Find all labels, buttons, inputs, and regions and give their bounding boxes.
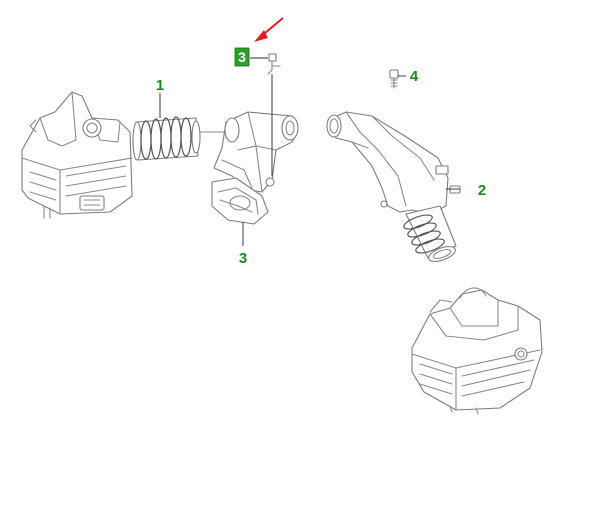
intake-resonator-part-3 bbox=[211, 111, 299, 225]
air-cleaner-housing-left bbox=[21, 91, 133, 219]
air-cleaner-housing-right bbox=[411, 287, 543, 415]
bellows-hose-part-1 bbox=[132, 116, 227, 161]
bolt-part-4 bbox=[389, 69, 399, 89]
callout-4: 4 bbox=[410, 68, 419, 85]
callout-3-highlighted: 3 bbox=[234, 47, 250, 67]
callout-2: 2 bbox=[478, 182, 486, 199]
intake-tube-part-2 bbox=[326, 111, 461, 262]
red-arrow-indicator bbox=[254, 17, 284, 42]
leader-lines bbox=[159, 57, 460, 246]
callout-1: 1 bbox=[156, 77, 164, 94]
callout-3-highlighted-label: 3 bbox=[238, 49, 246, 65]
callout-3: 3 bbox=[239, 250, 247, 267]
highlighted-fastener bbox=[267, 53, 281, 75]
